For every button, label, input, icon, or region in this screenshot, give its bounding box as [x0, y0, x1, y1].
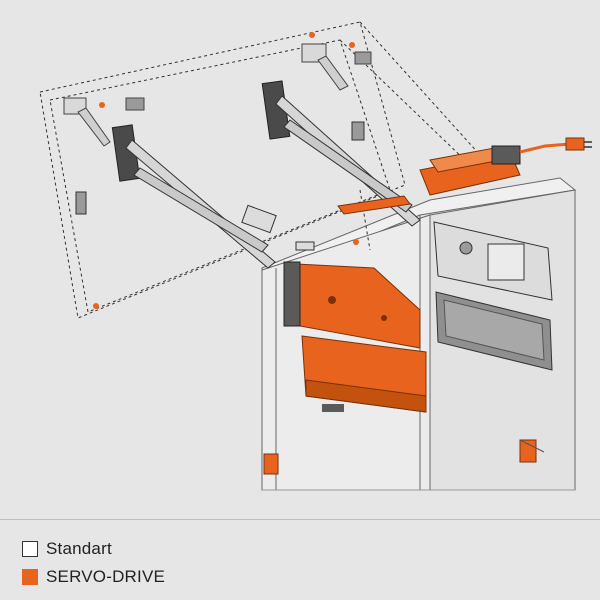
fitting-block — [75, 191, 87, 215]
hinge-arm — [317, 55, 349, 91]
servo-lift-mechanism — [283, 261, 427, 413]
legend-swatch-orange — [22, 569, 38, 585]
hinge-connector — [354, 51, 372, 65]
standard-lift-pivot — [459, 241, 473, 255]
arm-bar-lower — [133, 167, 269, 253]
hinge-plate — [301, 43, 327, 63]
hinge-plate — [63, 97, 87, 115]
standard-lift-cover-inner — [443, 299, 545, 361]
standard-lift-plate — [487, 243, 525, 281]
assembly-diagram — [39, 21, 592, 491]
servo-drive-rail — [337, 195, 411, 215]
hinge-screw — [99, 102, 105, 108]
flap-outline-front — [39, 21, 406, 319]
fitting-screw — [353, 239, 359, 245]
flap-hinge-left — [63, 97, 145, 147]
legend-divider — [0, 519, 600, 520]
servo-lift-pivot — [328, 296, 336, 304]
servo-drive-cable — [519, 142, 571, 154]
legend-label-standard: Standart — [46, 539, 112, 558]
servo-lift-base — [283, 261, 301, 327]
arm-bracket — [241, 204, 277, 234]
servo-drive-switch — [491, 145, 521, 165]
lift-arm-right — [261, 80, 421, 227]
hinge-screw — [309, 32, 315, 38]
legend-swatch-white — [22, 541, 38, 557]
fitting-clip-right — [519, 439, 537, 463]
legend-item-servo-drive: SERVO-DRIVE — [22, 563, 422, 591]
fitting-clip-left — [263, 453, 279, 475]
legend-label-servo-drive: SERVO-DRIVE — [46, 567, 166, 586]
hinge-arm — [77, 107, 111, 147]
flap-hinge-right — [301, 32, 372, 91]
hinge-connector — [125, 97, 145, 111]
fitting-guide-line — [519, 439, 545, 453]
brand-badge — [322, 404, 344, 412]
legend-item-standard: Standart — [22, 535, 422, 563]
lift-arm-left — [111, 124, 277, 269]
arm-bar-lower — [283, 119, 413, 213]
servo-lift-cover-edge — [305, 379, 427, 413]
legend: Standart SERVO-DRIVE — [22, 535, 422, 591]
hinge-screw — [349, 42, 355, 48]
fitting-clip — [295, 241, 315, 251]
servo-lift-screw — [381, 315, 387, 321]
cabinet-fittings — [263, 439, 545, 475]
fitting-screw — [93, 303, 99, 309]
servo-drive-plug — [565, 137, 585, 151]
arm-connector — [351, 121, 365, 141]
standard-lift-mechanism — [433, 221, 553, 371]
servo-drive-unit — [337, 137, 592, 215]
flap-fittings — [75, 191, 359, 309]
flap-guide-line-3 — [359, 189, 371, 251]
